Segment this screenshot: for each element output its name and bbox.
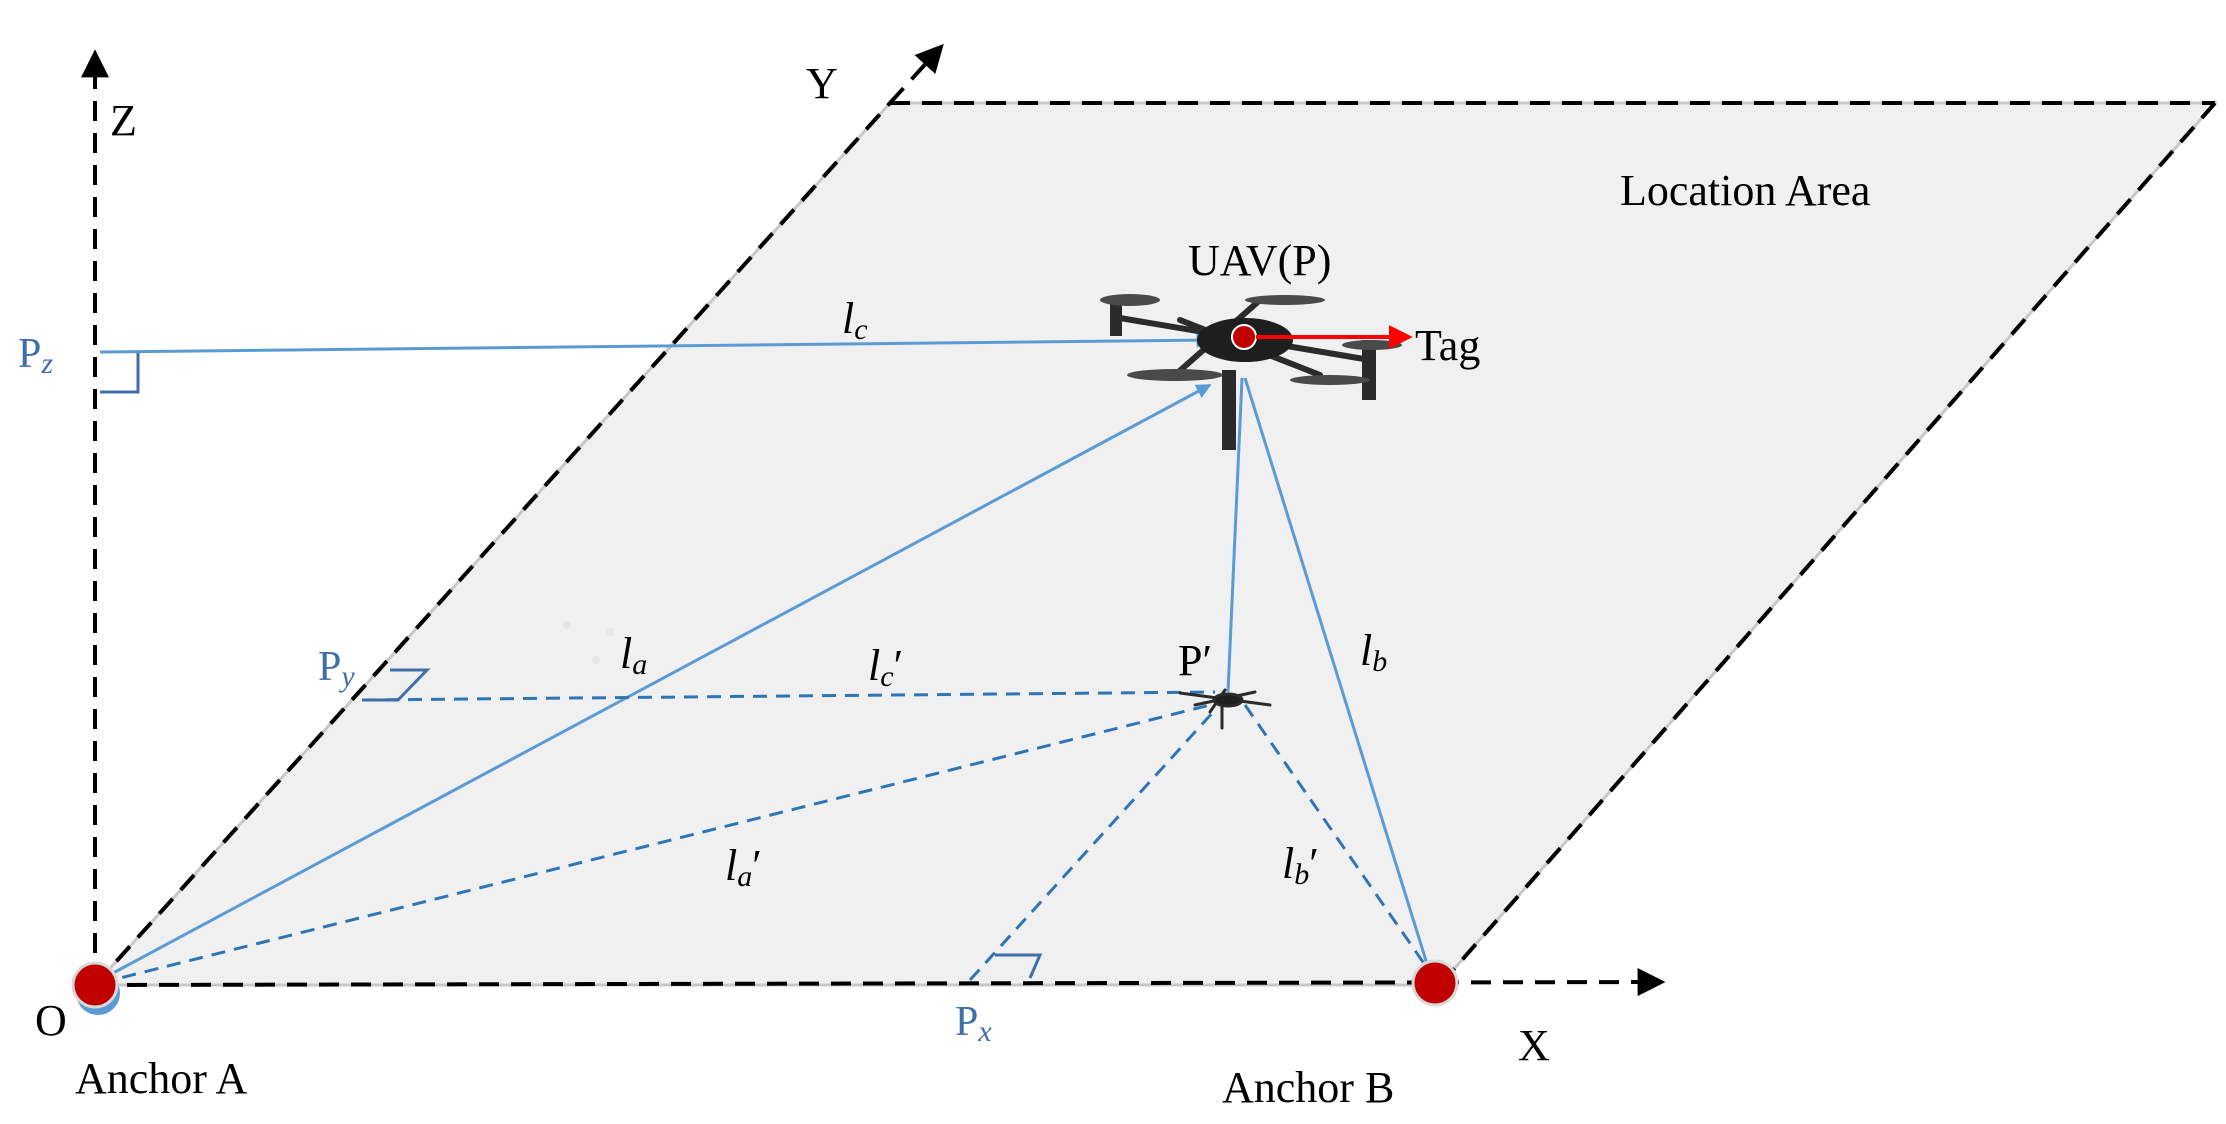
anchor-b-marker xyxy=(1411,959,1459,1007)
uav-projection-icon xyxy=(1178,688,1272,730)
projection-lines xyxy=(99,690,1434,985)
anchor-a-marker xyxy=(71,961,120,1015)
x-axis-line xyxy=(94,968,1666,997)
lb-prime-label: lb′ xyxy=(1282,839,1319,891)
faint-specks xyxy=(563,621,614,664)
location-area-label: Location Area xyxy=(1620,166,1870,215)
la-label: la xyxy=(620,629,647,681)
tag-label: Tag xyxy=(1415,321,1480,370)
lb-label: lb xyxy=(1360,626,1387,678)
pz-label: Pz xyxy=(18,331,53,380)
px-right-angle xyxy=(995,953,1043,979)
distance-lines xyxy=(99,332,1434,982)
py-label: Py xyxy=(318,644,355,693)
line-la-prime xyxy=(99,703,1211,985)
right-angle-markers xyxy=(100,353,1043,979)
line-lc xyxy=(99,332,1212,354)
plane-border xyxy=(93,101,2217,987)
y-axis-line xyxy=(888,43,944,105)
pz-right-angle xyxy=(100,353,140,394)
x-axis-label: X xyxy=(1518,1021,1550,1070)
anchor-b-label: Anchor B xyxy=(1222,1063,1394,1112)
line-vertical xyxy=(1226,377,1244,693)
px-label: Px xyxy=(955,999,992,1048)
p-prime-label: P′ xyxy=(1178,636,1212,685)
origin-label: O xyxy=(35,996,67,1045)
line-lb xyxy=(1243,377,1434,981)
lc-prime-label: lc′ xyxy=(868,641,903,693)
y-axis-label: Y xyxy=(806,59,838,108)
line-lb-prime xyxy=(1243,704,1434,976)
line-la xyxy=(99,383,1212,982)
line-lc-prime xyxy=(361,690,1216,702)
uav-label: UAV(P) xyxy=(1188,236,1331,285)
line-px-projection xyxy=(968,708,1217,982)
uav-drone-icon xyxy=(1100,294,1402,450)
anchor-a-label: Anchor A xyxy=(75,1054,248,1103)
lc-label: lc xyxy=(842,294,868,346)
axes xyxy=(81,43,1666,997)
la-prime-label: la′ xyxy=(725,841,762,893)
z-axis-label: Z xyxy=(110,96,137,145)
location-area-plane xyxy=(91,101,2219,987)
py-right-angle xyxy=(362,668,431,702)
